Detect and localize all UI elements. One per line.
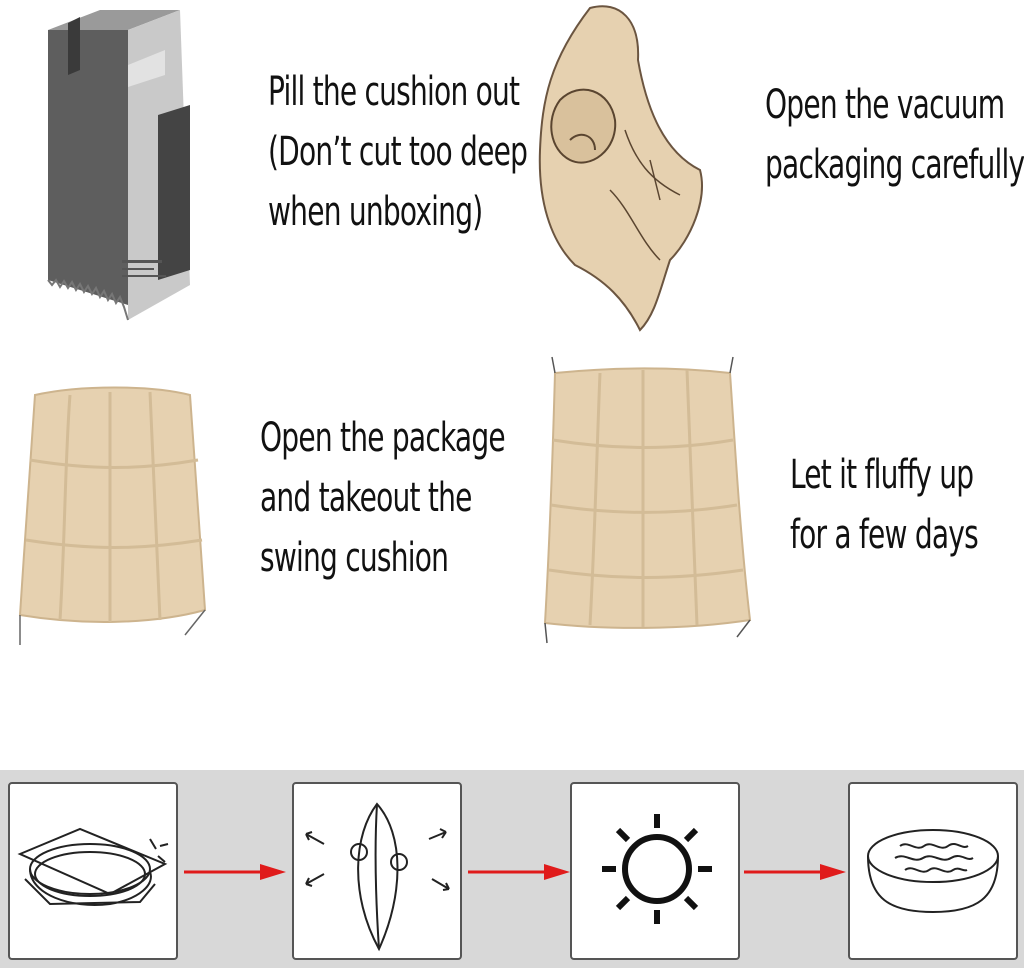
step-2-text: Open the vacuum packaging carefully [765, 82, 1024, 188]
step-4-text: Let it fluffy up for a few days [790, 452, 979, 558]
flat-cushion-illustration [10, 380, 220, 650]
shake-cushion-icon [305, 802, 450, 952]
rolled-cushion-illustration [530, 0, 710, 335]
arrow-right-icon [184, 864, 286, 880]
step-3-text: Open the package and takeout the swing c… [260, 415, 506, 581]
arrow-right-icon [744, 864, 846, 880]
compressed-cushion-panel [8, 782, 178, 960]
fluffed-cushion-illustration [525, 355, 765, 645]
shake-cushion-panel [292, 782, 462, 960]
sun-icon [602, 814, 712, 924]
compressed-cushion-icon [17, 827, 169, 906]
sun-panel [570, 782, 740, 960]
step-1-text: Pill the cushion out (Don’t cut too deep… [268, 69, 528, 235]
arrow-right-icon [468, 864, 570, 880]
fluffed-cushion-icon [867, 829, 999, 914]
box-illustration [40, 5, 220, 325]
fluffed-cushion-panel [848, 782, 1018, 960]
